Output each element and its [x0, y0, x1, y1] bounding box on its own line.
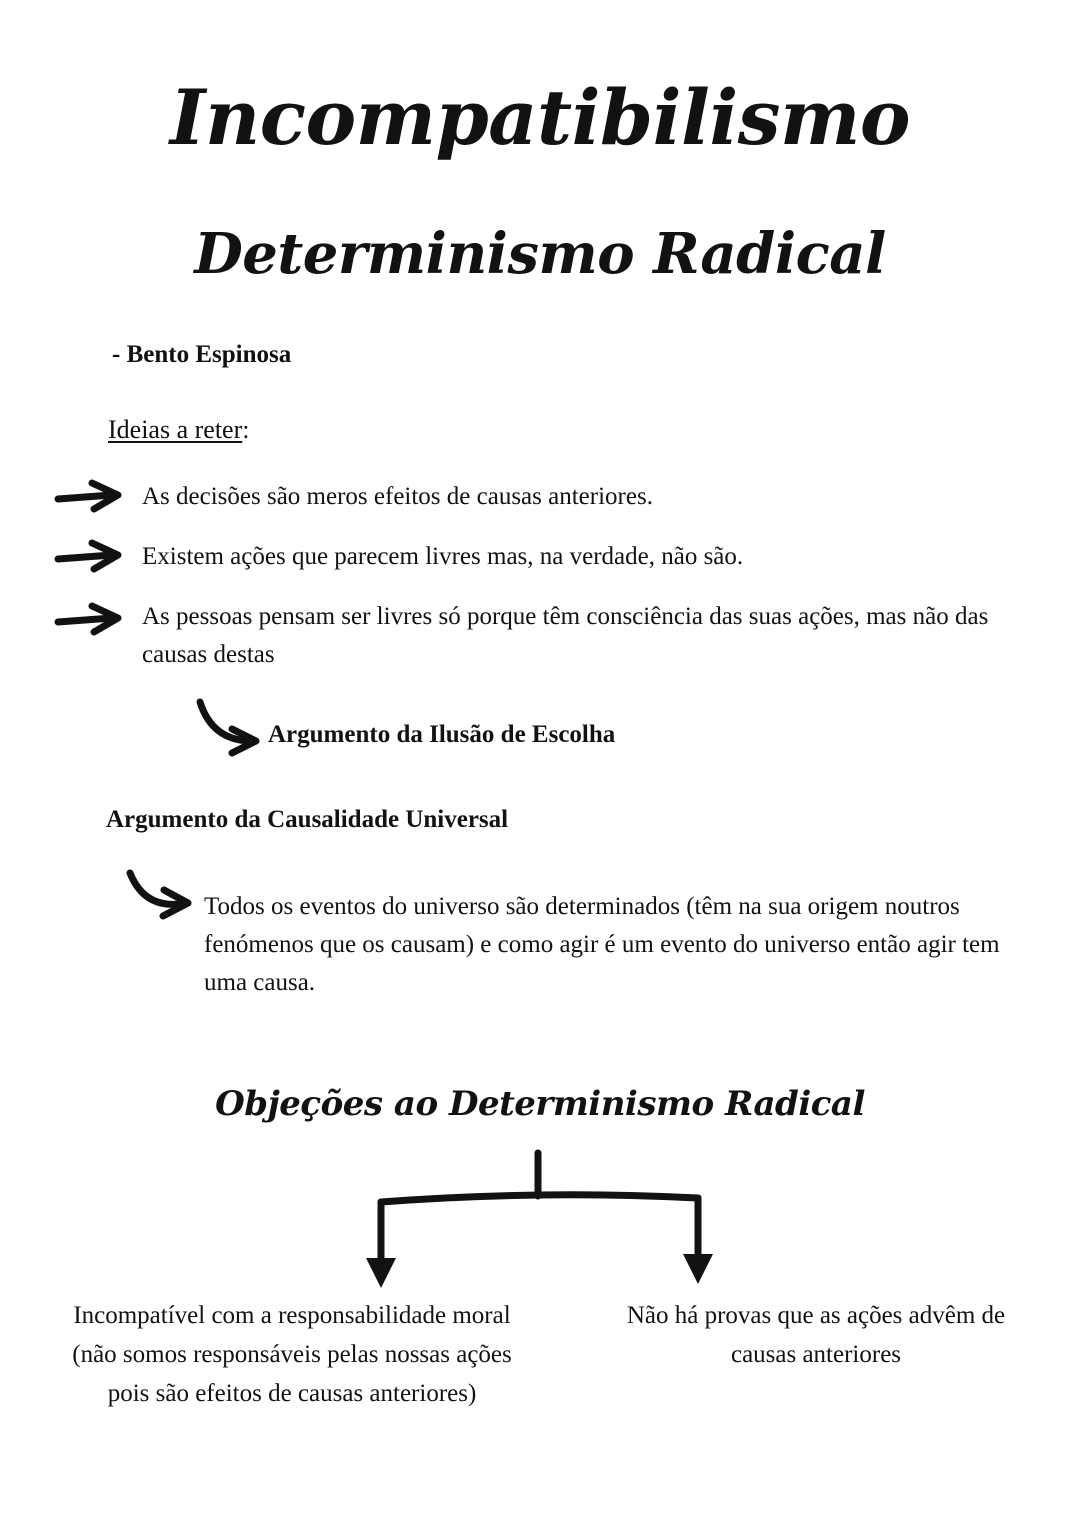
page-subtitle: Determinismo Radical — [194, 221, 886, 287]
branch-bracket-icon — [366, 1149, 713, 1288]
objection-item: Incompatível com a responsabilidade mora… — [72, 1302, 512, 1407]
illusion-argument-label: Argumento da Ilusão de Escolha — [268, 721, 616, 748]
causality-argument-body: Todos os eventos do universo são determi… — [204, 893, 1000, 996]
causality-argument-heading: Argumento da Causalidade Universal — [106, 806, 509, 833]
curved-arrow-icon — [196, 698, 260, 757]
curved-arrow-icon — [126, 869, 192, 920]
page-title: Incompatibilismo — [169, 73, 911, 162]
ideas-section-label: Ideias a reter: — [108, 412, 249, 448]
ideas-label-colon: : — [242, 415, 250, 444]
objection-item: Não há provas que as ações advêm de caus… — [626, 1302, 1006, 1368]
author-line: - Bento Espinosa — [112, 341, 292, 368]
list-item: Existem ações que parecem livres mas, na… — [142, 543, 744, 570]
arrow-right-icon — [54, 479, 122, 513]
list-item: As decisões são meros efeitos de causas … — [142, 483, 653, 510]
objections-title: Objeções ao Determinismo Radical — [215, 1084, 865, 1124]
list-item: As pessoas pensam ser livres só porque t… — [142, 603, 989, 668]
arrow-right-icon — [54, 539, 122, 573]
arrow-right-icon — [54, 602, 122, 636]
ideas-label-underlined-text: Ideias a reter — [108, 415, 243, 444]
